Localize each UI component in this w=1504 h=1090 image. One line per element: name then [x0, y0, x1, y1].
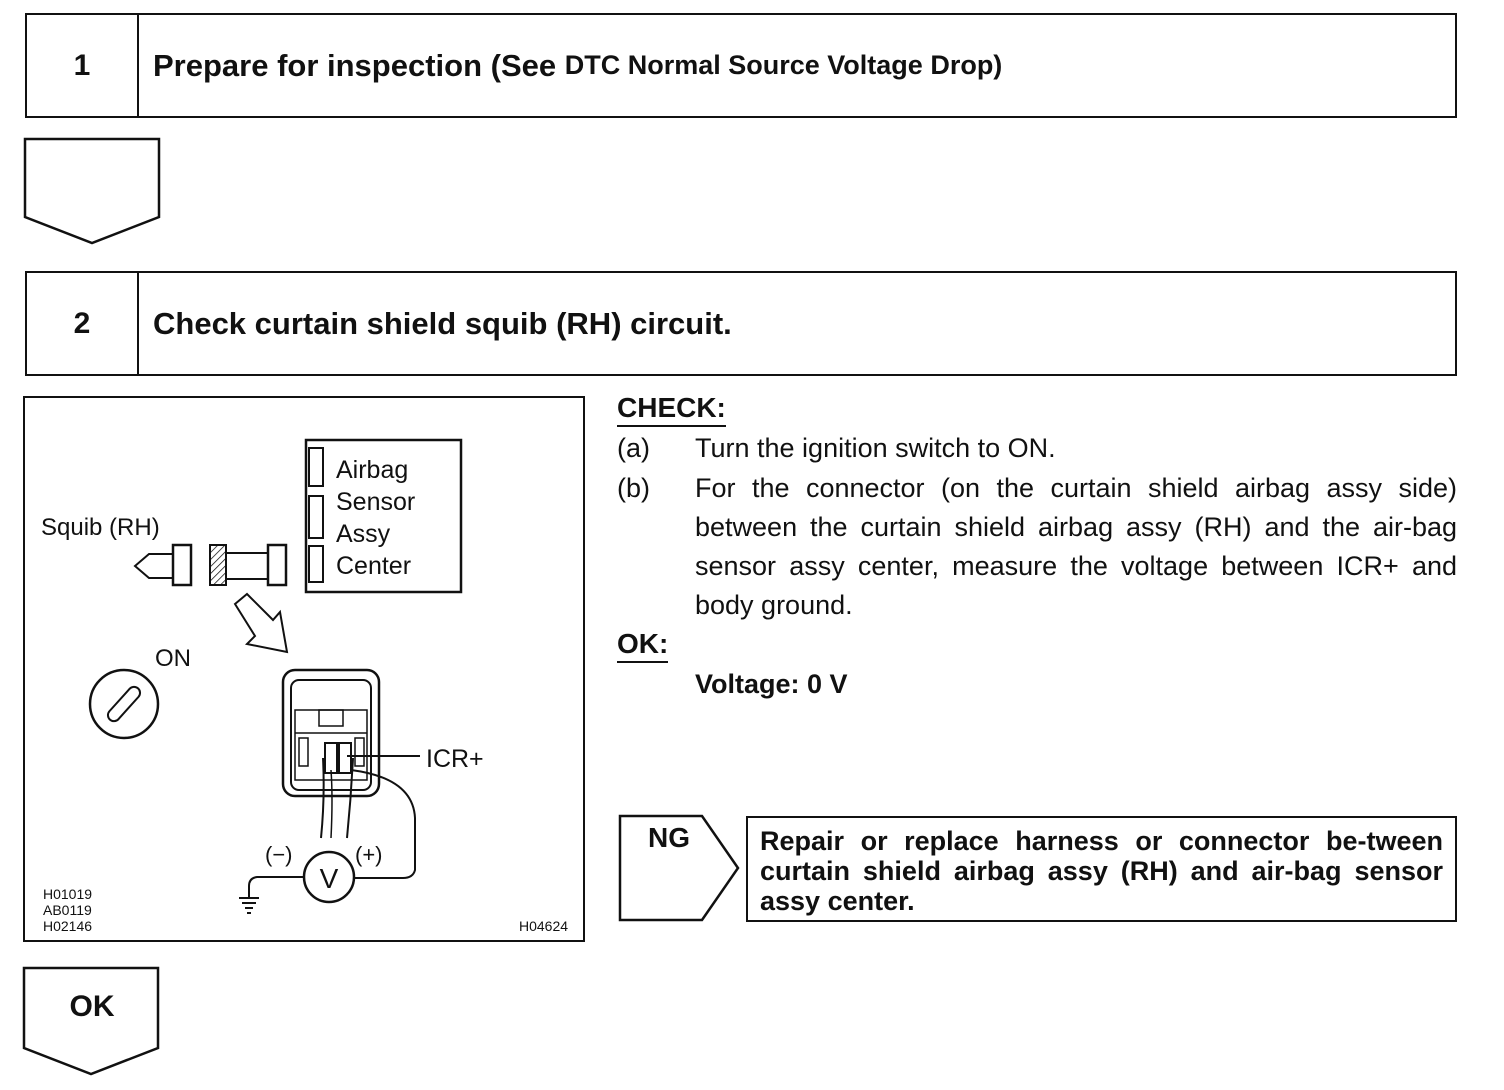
ok-arrow: [22, 966, 160, 1076]
box-label-4: Center: [336, 552, 411, 580]
ng-arrow: [618, 814, 740, 922]
plus-label: (+): [355, 842, 383, 867]
squib-label: Squib (RH): [41, 514, 160, 541]
box-label-3: Assy: [336, 520, 391, 548]
ok-value: Voltage: 0 V: [695, 669, 848, 699]
check-item-a-text: Turn the ignition switch to ON.: [695, 433, 1056, 463]
step-1-reference: DTC Normal Source Voltage Drop): [564, 50, 1003, 80]
ng-action-box: Repair or replace harness or connector b…: [746, 816, 1457, 922]
next-step-arrow: [23, 137, 161, 245]
check-item-b-label: (b): [617, 473, 650, 503]
ng-action-text: Repair or replace harness or connector b…: [760, 826, 1443, 916]
step-2-header: 2 Check curtain shield squib (RH) circui…: [25, 271, 1457, 376]
step-1-number: 1: [27, 15, 139, 116]
icr-plus-label: ICR+: [426, 745, 484, 773]
check-item-a: (a) Turn the ignition switch to ON.: [617, 429, 1459, 469]
step-1-title: Prepare for inspection (See DTC Normal S…: [153, 15, 1002, 116]
figure-code-right: H04624: [519, 918, 568, 934]
check-item-b: (b) For the connector (on the curtain sh…: [617, 469, 1459, 629]
step-2-title: Check curtain shield squib (RH) circuit.: [153, 305, 732, 341]
figure-drawing: Airbag Sensor Assy Center Squib (RH) ON: [41, 438, 568, 934]
step-2-number: 2: [27, 273, 139, 374]
box-label-2: Sensor: [336, 488, 415, 516]
step-1-header: 1 Prepare for inspection (See DTC Normal…: [25, 13, 1457, 118]
sensor-assy-box: [304, 438, 463, 594]
figure-code-3: H02146: [43, 918, 92, 934]
figure-code-1: H01019: [43, 886, 92, 902]
ok-arrow-label: OK: [69, 990, 115, 1023]
check-item-a-label: (a): [617, 433, 650, 463]
check-item-b-text: For the connector (on the curtain shield…: [695, 473, 1457, 620]
inspection-figure: Airbag Sensor Assy Center Squib (RH) ON: [23, 396, 585, 942]
ng-label: NG: [648, 822, 690, 853]
check-heading: CHECK:: [617, 392, 726, 427]
ok-heading: OK:: [617, 628, 669, 663]
step-1-title-text: Prepare for inspection (See: [153, 47, 557, 83]
figure-code-2: AB0119: [43, 902, 92, 918]
minus-label: (−): [265, 842, 293, 867]
voltmeter-symbol: V: [320, 863, 339, 894]
on-label: ON: [155, 645, 191, 672]
box-label-1: Airbag: [336, 456, 408, 484]
